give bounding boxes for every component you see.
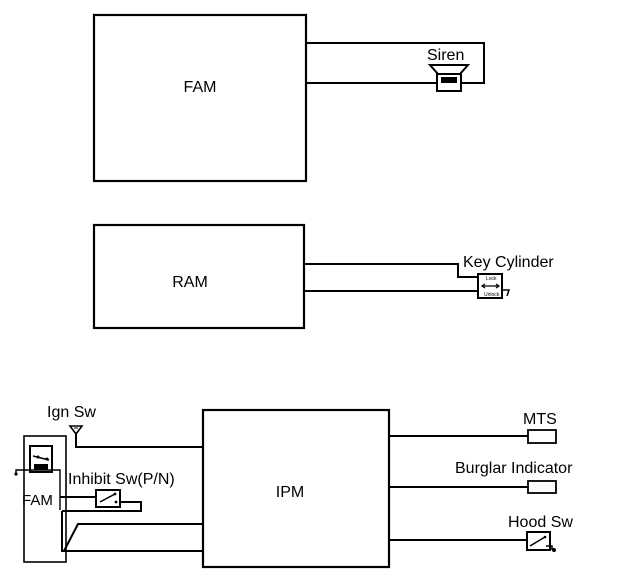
ram-key-group: RAM Key Cylinder Lock Unlock — [92, 223, 554, 330]
ram-module[interactable] — [92, 223, 306, 330]
burglar-indicator-label: Burglar Indicator — [455, 460, 573, 477]
key-cylinder-icon: Lock Unlock — [477, 273, 511, 299]
fam-small-relay-icon — [29, 445, 53, 473]
fam-ipm-wire-lower — [61, 511, 203, 552]
key-lock-text: Lock — [486, 276, 497, 282]
fam-label: FAM — [184, 79, 217, 96]
mts-connector-icon — [527, 429, 557, 444]
burglar-indicator-lamp-icon — [527, 480, 557, 494]
siren-label: Siren — [427, 47, 464, 64]
key-lock-wire — [304, 263, 479, 278]
ign-sw-terminal-icon — [68, 425, 84, 436]
fam-siren-group: FAM Siren — [92, 13, 485, 183]
fam-ipm-wire-upper — [63, 523, 203, 552]
inhibit-sw-wire-b — [62, 501, 142, 512]
key-unlock-text: Unlock — [484, 292, 500, 298]
ipm-group: IPM Ign Sw FAM Inhibit Sw(P/N) — [14, 404, 573, 569]
ipm-label: IPM — [276, 484, 304, 501]
hood-sw-icon — [526, 531, 556, 552]
fam-module[interactable] — [92, 13, 308, 183]
hood-sw-label: Hood Sw — [508, 514, 573, 531]
mts-label: MTS — [523, 411, 557, 428]
fam-small-relay-wire — [15, 469, 61, 510]
key-cylinder-label: Key Cylinder — [463, 254, 554, 271]
siren-icon — [427, 64, 471, 92]
ign-sw-label: Ign Sw — [47, 404, 96, 421]
ipm-module[interactable] — [201, 408, 391, 569]
inhibit-sw-icon — [95, 489, 121, 508]
fam-small-label: FAM — [22, 492, 53, 509]
ram-label: RAM — [172, 274, 208, 291]
siren-wire — [306, 42, 485, 84]
inhibit-sw-label: Inhibit Sw(P/N) — [68, 471, 175, 488]
ign-sw-wire — [75, 434, 203, 448]
